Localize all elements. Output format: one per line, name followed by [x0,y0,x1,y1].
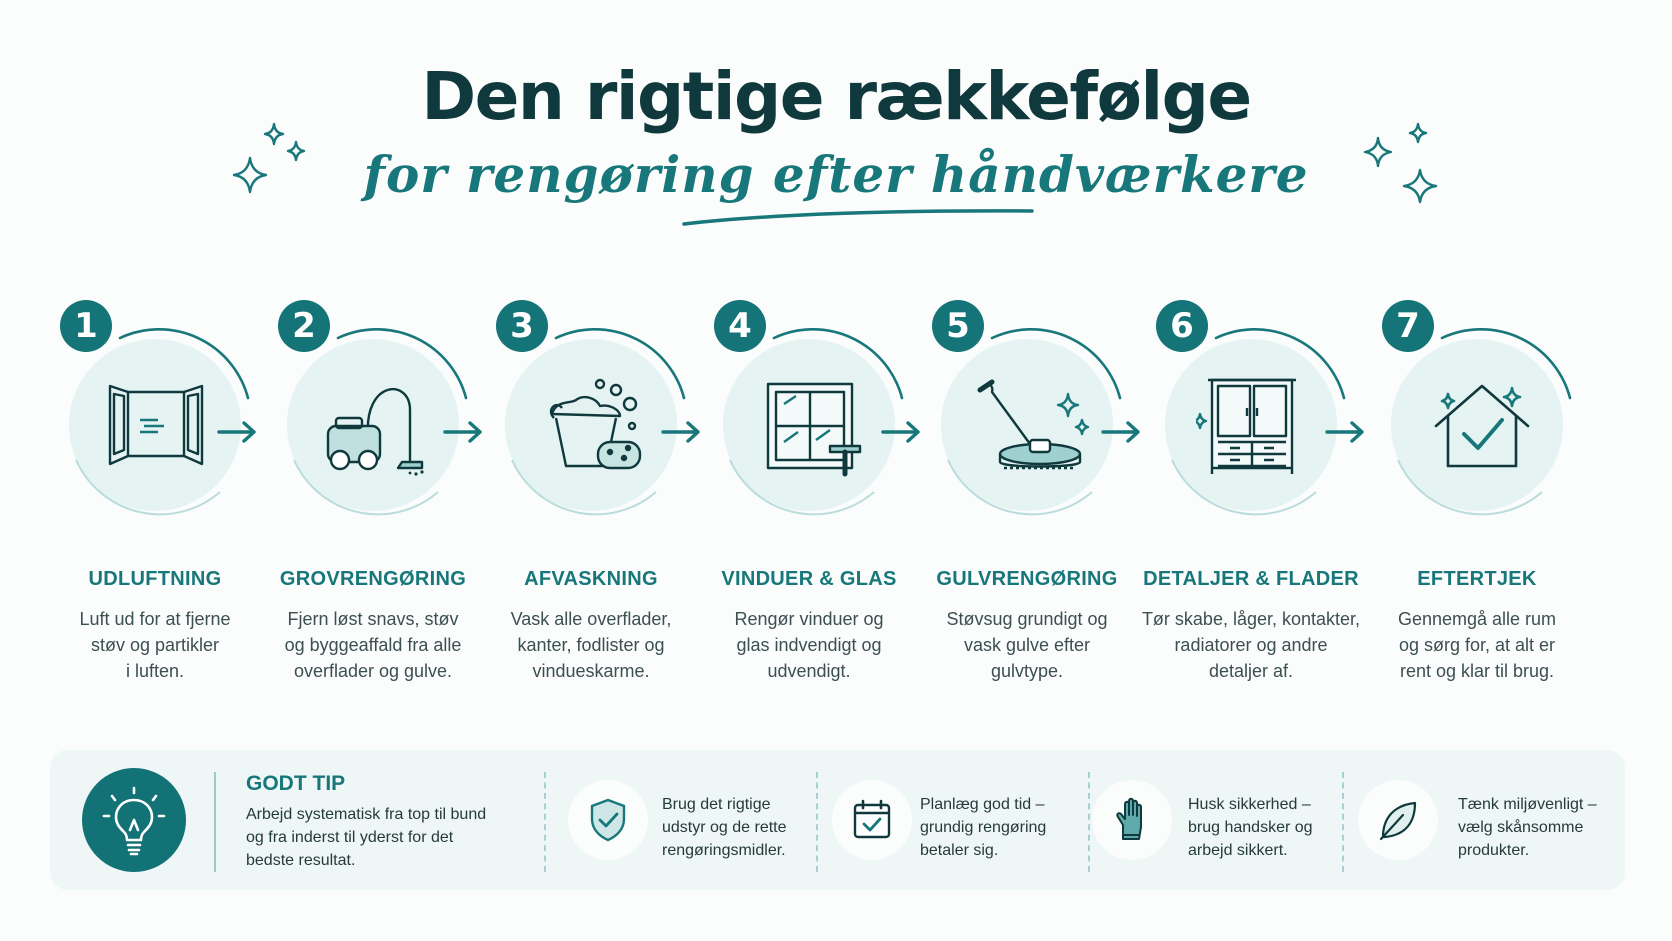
tip-item-line: Brug det rigtige [662,796,771,813]
step-number-badge: 3 [496,300,548,352]
step-disc [1391,328,1572,516]
tip-item-line: produkter. [1458,842,1530,859]
window-icon [108,384,204,466]
step-description-line: og byggeaffald fra alle [284,635,462,655]
cabinet-icon [1196,378,1296,474]
tip-item-line: rengøringsmidler. [662,842,786,859]
step-title: GROVRENGØRING [279,568,467,590]
tip-item-3: Husk sikkerhed – brug handsker og arbejd… [1188,793,1338,862]
tip-item-line: Planlæg god tid – [920,796,1045,813]
step-description-line: gulvtype. [990,661,1064,681]
tip-separator [544,772,546,872]
step-description: Gennemgå alle rum og sørg for, at alt er r… [1352,606,1602,684]
step-description: Rengør vinduer og glas indvendigt og udven… [684,606,934,684]
tip-item-line: brug handsker og [1188,819,1313,836]
leaf-icon [1379,801,1417,841]
step-number-badge: 1 [60,300,112,352]
step-description-line: vask gulve efter [963,635,1091,655]
tip-title: GODT TIP [246,772,346,795]
tip-item-line: udstyr og de rette [662,819,787,836]
step-title: VINDUER & GLAS [721,568,897,590]
page-title: Den rigtige rækkefølge [421,58,1252,135]
tip-text-line: Arbejd systematisk fra top til bund [246,806,487,823]
step-description-line: detaljer af. [1208,661,1294,681]
step-description: Tør skabe, låger, kontakter, radiatorer o… [1126,606,1376,684]
step-title: EFTERTJEK [1417,568,1537,590]
lightbulb-badge [82,768,186,872]
window-squeegee-icon [766,382,862,477]
tip-separator [1088,772,1090,872]
step-number-badge: 6 [1156,300,1208,352]
arrow-right-icon [881,421,920,443]
tip-item-line: grundig rengøring [920,819,1047,836]
tip-item-line: Tænk miljøvenligt – [1458,796,1597,813]
arrow-right-icon [443,421,482,443]
step-description-line: Luft ud for at fjerne [79,609,231,629]
vacuum-icon [326,387,424,476]
step-description-line: Tør skabe, låger, kontakter, [1141,609,1361,629]
step-title: AFVASKNING [524,568,658,590]
step-description-line: overflader og gulve. [293,661,453,681]
step-description-line: Gennemgå alle rum [1397,609,1557,629]
step-description-line: rent og klar til brug. [1399,661,1555,681]
step-description-line: radiatorer og andre [1174,635,1328,655]
tip-item-line: arbejd sikkert. [1188,842,1288,859]
step-description-line: glas indvendigt og [736,635,882,655]
step-title: GULVRENGØRING [936,568,1118,590]
arrow-right-icon [661,421,700,443]
step-description: Vask alle overflader, kanter, fodlister o… [466,606,716,684]
tip-item-line: vælg skånsomme [1458,819,1584,836]
step-number-badge: 7 [1382,300,1434,352]
step-number-badge: 5 [932,300,984,352]
tip-item-icon-wrap [832,780,912,860]
tip-item-line: betaler sig. [920,842,999,859]
house-check-icon [1434,384,1530,468]
tip-item-icon-wrap [1092,780,1172,860]
sparkle-left-icon [232,122,306,194]
tip-item-icon-wrap [1358,780,1438,860]
step-description-line: vindueskarme. [532,661,650,681]
arrow-right-icon [217,421,256,443]
arrow-right-icon [1101,421,1140,443]
tip-divider [214,772,216,872]
step-description-line: Vask alle overflader, [510,609,672,629]
step-description-line: kanter, fodlister og [517,635,665,655]
tip-item-1: Brug det rigtige udstyr og de rette reng… [662,793,812,862]
step-description-line: i luften. [125,661,185,681]
shield-check-icon [590,798,626,842]
tip-separator [816,772,818,872]
step-disc [505,328,686,516]
subtitle-underline [682,209,1034,226]
floor-polisher-icon [977,379,1090,470]
calendar-check-icon [853,799,891,839]
tip-item-2: Planlæg god tid – grundig rengøring beta… [920,793,1070,862]
step-description: Luft ud for at fjerne støv og partikler i … [30,606,280,684]
step-description: Fjern løst snavs, støv og byggeaffald fra… [248,606,498,684]
step-number-badge: 2 [278,300,330,352]
tip-separator [1342,772,1344,872]
step-title: UDLUFTNING [88,568,222,590]
tip-item-icon-wrap [568,780,648,860]
step-description-line: Støvsug grundigt og [946,609,1108,629]
step-number-badge: 4 [714,300,766,352]
sparkle-right-icon [1363,122,1438,204]
tip-text-line: og fra inderst til yderst for det [246,829,454,846]
step-title: DETALJER & FLADER [1143,568,1359,590]
step-description: Støvsug grundigt og vask gulve efter gulvt… [902,606,1152,684]
arrow-right-icon [1325,421,1364,443]
step-description-line: støv og partikler [90,635,220,655]
tip-item-line: Husk sikkerhed – [1188,796,1311,813]
glove-icon [1116,797,1142,840]
tip-item-4: Tænk miljøvenligt – vælg skånsomme produ… [1458,793,1608,862]
lightbulb-icon [102,786,166,856]
step-description-line: og sørg for, at alt er [1398,635,1556,655]
step-description-line: Fjern løst snavs, støv [287,609,459,629]
step-description-line: Rengør vinduer og [734,609,884,629]
tip-text-line: bedste resultat. [246,852,356,869]
page-subtitle: for rengøring efter håndværkere [363,145,1309,204]
step-description-line: udvendigt. [767,661,851,681]
tip-text: Arbejd systematisk fra top til bund og f… [246,803,516,872]
bucket-icon [549,378,642,470]
